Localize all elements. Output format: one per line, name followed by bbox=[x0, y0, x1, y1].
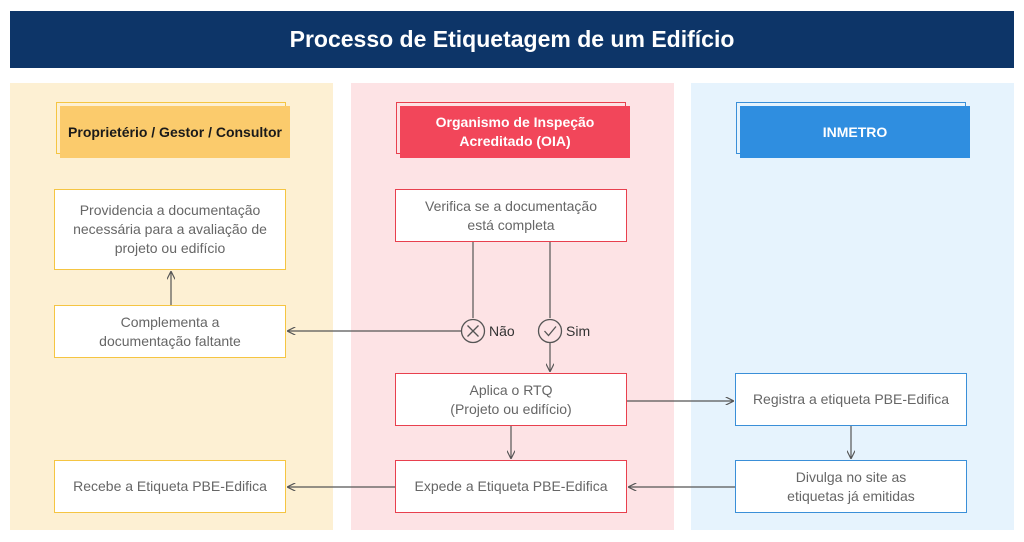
box-registra: Registra a etiqueta PBE-Edifica bbox=[735, 373, 967, 426]
header-owner: Proprietério / Gestor / Consultor bbox=[60, 106, 290, 158]
box-aplica: Aplica o RTQ (Projeto ou edifício) bbox=[395, 373, 627, 426]
box-complementa: Complementa a documentação faltante bbox=[54, 305, 286, 358]
header-oia: Organismo de Inspeção Acreditado (OIA) bbox=[400, 106, 630, 158]
box-recebe: Recebe a Etiqueta PBE-Edifica bbox=[54, 460, 286, 513]
decision-yes-label: Sim bbox=[566, 323, 591, 339]
check-circle-icon bbox=[537, 318, 563, 344]
page-title: Processo de Etiquetagem de um Edifício bbox=[10, 11, 1014, 68]
decision-no-label: Não bbox=[489, 323, 515, 339]
box-expede: Expede a Etiqueta PBE-Edifica bbox=[395, 460, 627, 513]
header-inmetro: INMETRO bbox=[740, 106, 970, 158]
box-divulga: Divulga no site as etiquetas já emitidas bbox=[735, 460, 967, 513]
box-verifica: Verifica se a documentação está completa bbox=[395, 189, 627, 242]
box-providencia: Providencia a documentação necessária pa… bbox=[54, 189, 286, 270]
x-circle-icon bbox=[460, 318, 486, 344]
